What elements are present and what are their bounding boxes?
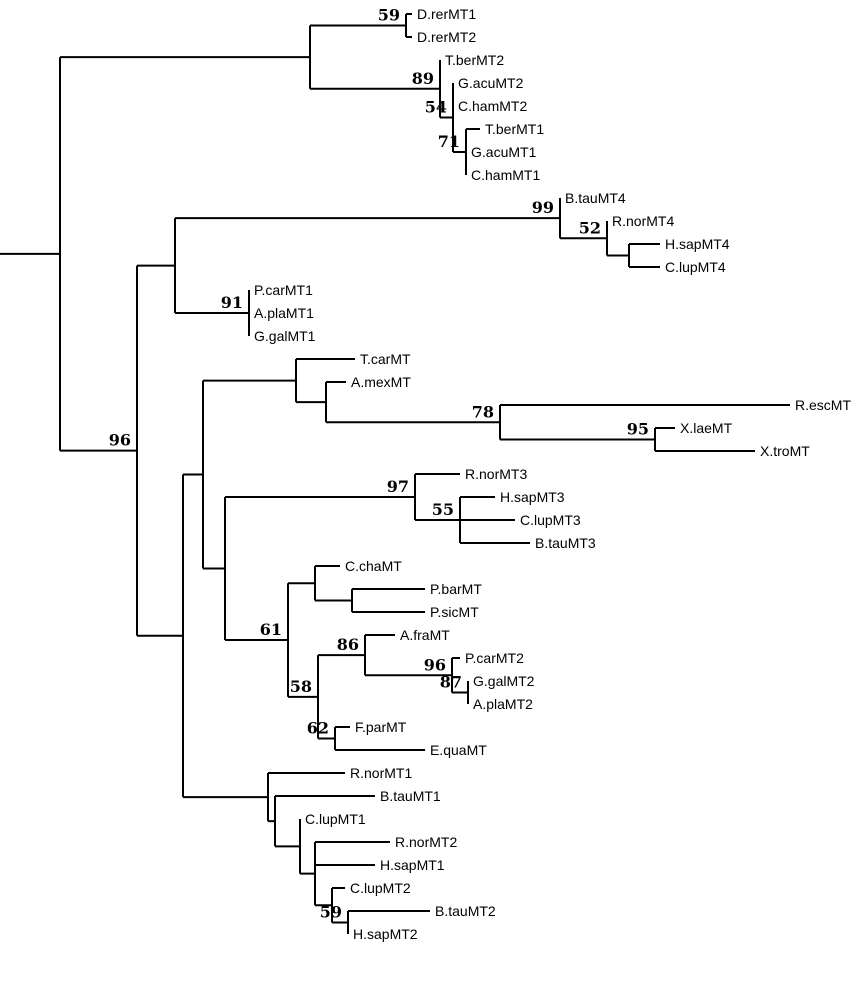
taxon-label: H.sapMT4 <box>665 236 730 252</box>
taxon-label: R.norMT1 <box>350 765 412 781</box>
taxon-label: P.carMT2 <box>465 650 524 666</box>
bootstrap-value: 59 <box>320 903 342 922</box>
taxon-label: R.norMT4 <box>612 213 674 229</box>
taxon-label: E.quaMT <box>430 742 487 758</box>
taxon-label: G.galMT2 <box>473 673 535 689</box>
bootstrap-value: 58 <box>290 677 312 696</box>
taxon-label: T.carMT <box>360 351 411 367</box>
bootstrap-value: 54 <box>425 98 447 117</box>
bootstrap-value: 59 <box>378 6 400 25</box>
taxon-label: C.hamMT1 <box>471 167 540 183</box>
taxon-label: P.carMT1 <box>254 282 313 298</box>
taxon-label: T.berMT1 <box>485 121 544 137</box>
bootstrap-value: 96 <box>424 655 446 674</box>
taxon-label: X.laeMT <box>680 420 733 436</box>
bootstrap-value: 91 <box>221 293 243 312</box>
bootstrap-value: 89 <box>412 69 434 88</box>
taxon-label: A.plaMT2 <box>473 696 533 712</box>
taxon-label: C.chaMT <box>345 558 402 574</box>
taxon-label: C.hamMT2 <box>458 98 527 114</box>
taxon-label: G.galMT1 <box>254 328 316 344</box>
taxon-label: A.mexMT <box>351 374 411 390</box>
taxon-label: H.sapMT1 <box>380 857 445 873</box>
bootstrap-value: 78 <box>472 402 494 421</box>
taxon-label: F.parMT <box>355 719 407 735</box>
taxon-label: B.tauMT4 <box>565 190 626 206</box>
bootstrap-value: 86 <box>337 635 359 654</box>
taxon-label: C.lupMT4 <box>665 259 726 275</box>
taxon-label: T.berMT2 <box>445 52 504 68</box>
taxon-label: H.sapMT3 <box>500 489 565 505</box>
bootstrap-value: 96 <box>109 431 131 450</box>
bootstrap-value: 71 <box>438 132 460 151</box>
taxon-label: C.lupMT2 <box>350 880 411 896</box>
bootstrap-value: 61 <box>260 620 282 639</box>
taxon-label: P.barMT <box>430 581 482 597</box>
taxon-label: R.norMT2 <box>395 834 457 850</box>
taxon-label: B.tauMT3 <box>535 535 596 551</box>
bootstrap-value: 62 <box>307 719 329 738</box>
bootstrap-value: 95 <box>627 420 649 439</box>
bootstrap-value: 99 <box>532 198 554 217</box>
taxon-label: C.lupMT3 <box>520 512 581 528</box>
bootstrap-value: 87 <box>440 673 462 692</box>
taxon-label: B.tauMT2 <box>435 903 496 919</box>
taxon-label: C.lupMT1 <box>305 811 366 827</box>
taxon-label: H.sapMT2 <box>353 926 418 942</box>
taxon-label: R.norMT3 <box>465 466 527 482</box>
taxon-label: A.fraMT <box>400 627 450 643</box>
bootstrap-value: 97 <box>387 477 409 496</box>
taxon-label: A.plaMT1 <box>254 305 314 321</box>
bootstrap-value: 52 <box>579 218 601 237</box>
taxon-label: B.tauMT1 <box>380 788 441 804</box>
taxon-label: P.sicMT <box>430 604 479 620</box>
taxon-label: G.acuMT2 <box>458 75 524 91</box>
taxon-label: G.acuMT1 <box>471 144 537 160</box>
bootstrap-value: 55 <box>432 500 454 519</box>
taxon-label: X.troMT <box>760 443 810 459</box>
taxon-label: D.rerMT1 <box>417 6 476 22</box>
taxon-label: R.escMT <box>795 397 851 413</box>
taxon-label: D.rerMT2 <box>417 29 476 45</box>
